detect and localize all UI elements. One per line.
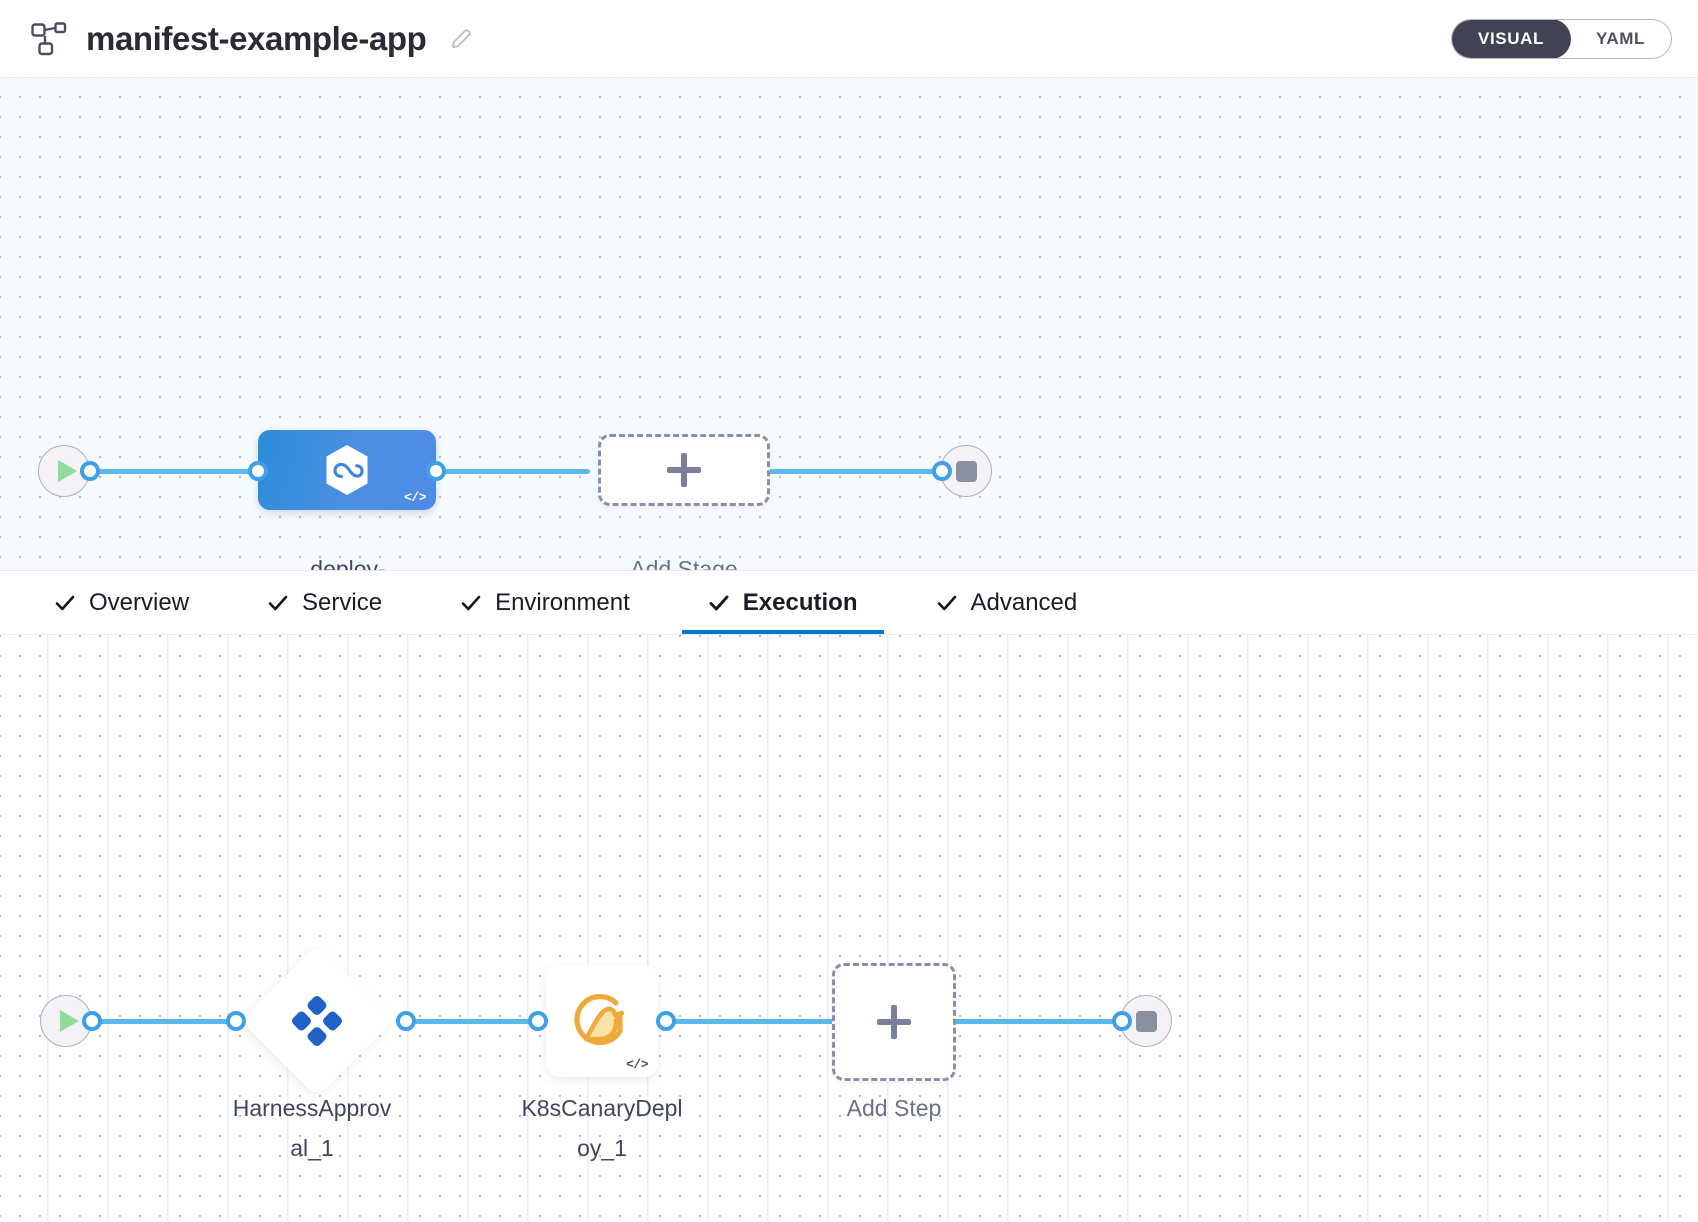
port-canary-out[interactable]: [656, 1011, 676, 1031]
port-approval-out[interactable]: [396, 1011, 416, 1031]
port-start-out[interactable]: [80, 461, 100, 481]
execution-graph: </> HarnessApprov al_1 K8sCanaryDepl oy_…: [0, 635, 1698, 1222]
port-exec-end-in[interactable]: [1112, 1011, 1132, 1031]
play-start-icon: [59, 1010, 79, 1032]
execution-start-node[interactable]: [40, 995, 92, 1047]
execution-graph-canvas[interactable]: </> HarnessApprov al_1 K8sCanaryDepl oy_…: [0, 634, 1698, 1222]
harness-hexagon-icon: [322, 443, 372, 497]
stop-end-icon: [955, 460, 977, 482]
port-end-in[interactable]: [932, 461, 952, 481]
step-node-k8s-canary-deploy[interactable]: </>: [546, 965, 658, 1077]
tab-execution[interactable]: Execution: [681, 571, 884, 634]
port-exec-start-out[interactable]: [82, 1011, 102, 1031]
edge-add-to-end: [760, 469, 940, 474]
add-step-button[interactable]: [832, 963, 956, 1081]
edge-stage-to-add: [430, 469, 590, 474]
add-stage-label: Add Stage: [630, 556, 738, 571]
step-node-harness-approval[interactable]: [240, 944, 394, 1098]
edge-start-to-stage: [88, 469, 268, 474]
stage-yaml-badge[interactable]: </>: [404, 490, 426, 505]
pipeline-nodes-icon: [30, 21, 70, 56]
page-title: manifest-example-app: [86, 19, 427, 57]
tab-advanced[interactable]: Advanced: [910, 571, 1104, 634]
edge-approval-to-canary: [398, 1019, 543, 1024]
tab-environment[interactable]: Environment: [434, 571, 656, 634]
check-icon: [937, 595, 956, 610]
stage-graph: </> deploy- guestbook Add Stage: [0, 78, 1698, 570]
tab-label: Service: [302, 588, 383, 616]
port-stage-out[interactable]: [426, 461, 446, 481]
check-icon: [709, 595, 729, 610]
header-right-group: VISUAL YAML: [1451, 18, 1672, 59]
mode-button-visual[interactable]: VISUAL: [1452, 19, 1571, 58]
check-icon: [55, 595, 75, 610]
edge-canary-to-add: [664, 1019, 834, 1024]
check-icon: [268, 595, 288, 610]
mode-button-yaml[interactable]: YAML: [1570, 20, 1671, 58]
edge-start-to-approval: [90, 1019, 240, 1024]
execution-end-node[interactable]: [1120, 995, 1172, 1047]
check-icon: [461, 595, 481, 610]
stage-graph-canvas[interactable]: </> deploy- guestbook Add Stage: [0, 78, 1698, 571]
pencil-edit-icon[interactable]: [442, 26, 474, 52]
tab-label: Overview: [89, 588, 190, 616]
diamond-icon-wrap: [263, 967, 371, 1075]
add-stage-button[interactable]: [598, 434, 770, 506]
add-step-label: Add Step: [846, 1095, 942, 1121]
stage-node-label: deploy- guestbook: [310, 556, 386, 571]
header-left-group: manifest-example-app: [30, 20, 474, 58]
tab-overview[interactable]: Overview: [28, 571, 215, 634]
view-mode-toggle[interactable]: VISUAL YAML: [1451, 18, 1672, 59]
port-stage-in[interactable]: [248, 461, 268, 481]
stop-end-icon: [1135, 1010, 1157, 1032]
play-start-icon: [57, 460, 77, 482]
tab-label: Advanced: [970, 588, 1078, 616]
tab-label: Environment: [495, 588, 630, 616]
step-label-harness-approval: HarnessApprov al_1: [232, 1095, 392, 1161]
step-yaml-badge[interactable]: </>: [626, 1057, 648, 1072]
stage-tab-bar[interactable]: Overview Service Environment Execution A: [0, 571, 1698, 634]
step-label-k8s-canary-deploy: K8sCanaryDepl oy_1: [521, 1095, 683, 1161]
port-canary-in[interactable]: [528, 1011, 548, 1031]
plus-icon: [667, 453, 701, 487]
tab-service[interactable]: Service: [241, 571, 408, 634]
tab-label: Execution: [742, 588, 858, 616]
app-header: manifest-example-app VISUAL YAML: [0, 0, 1698, 78]
port-approval-in[interactable]: [226, 1011, 246, 1031]
stage-node-deploy-guestbook[interactable]: </>: [258, 430, 436, 510]
harness-approval-diamond-icon: [291, 995, 343, 1047]
edge-add-to-end: [950, 1019, 1120, 1024]
canary-bird-icon: [574, 994, 625, 1046]
plus-icon: [877, 1005, 911, 1039]
